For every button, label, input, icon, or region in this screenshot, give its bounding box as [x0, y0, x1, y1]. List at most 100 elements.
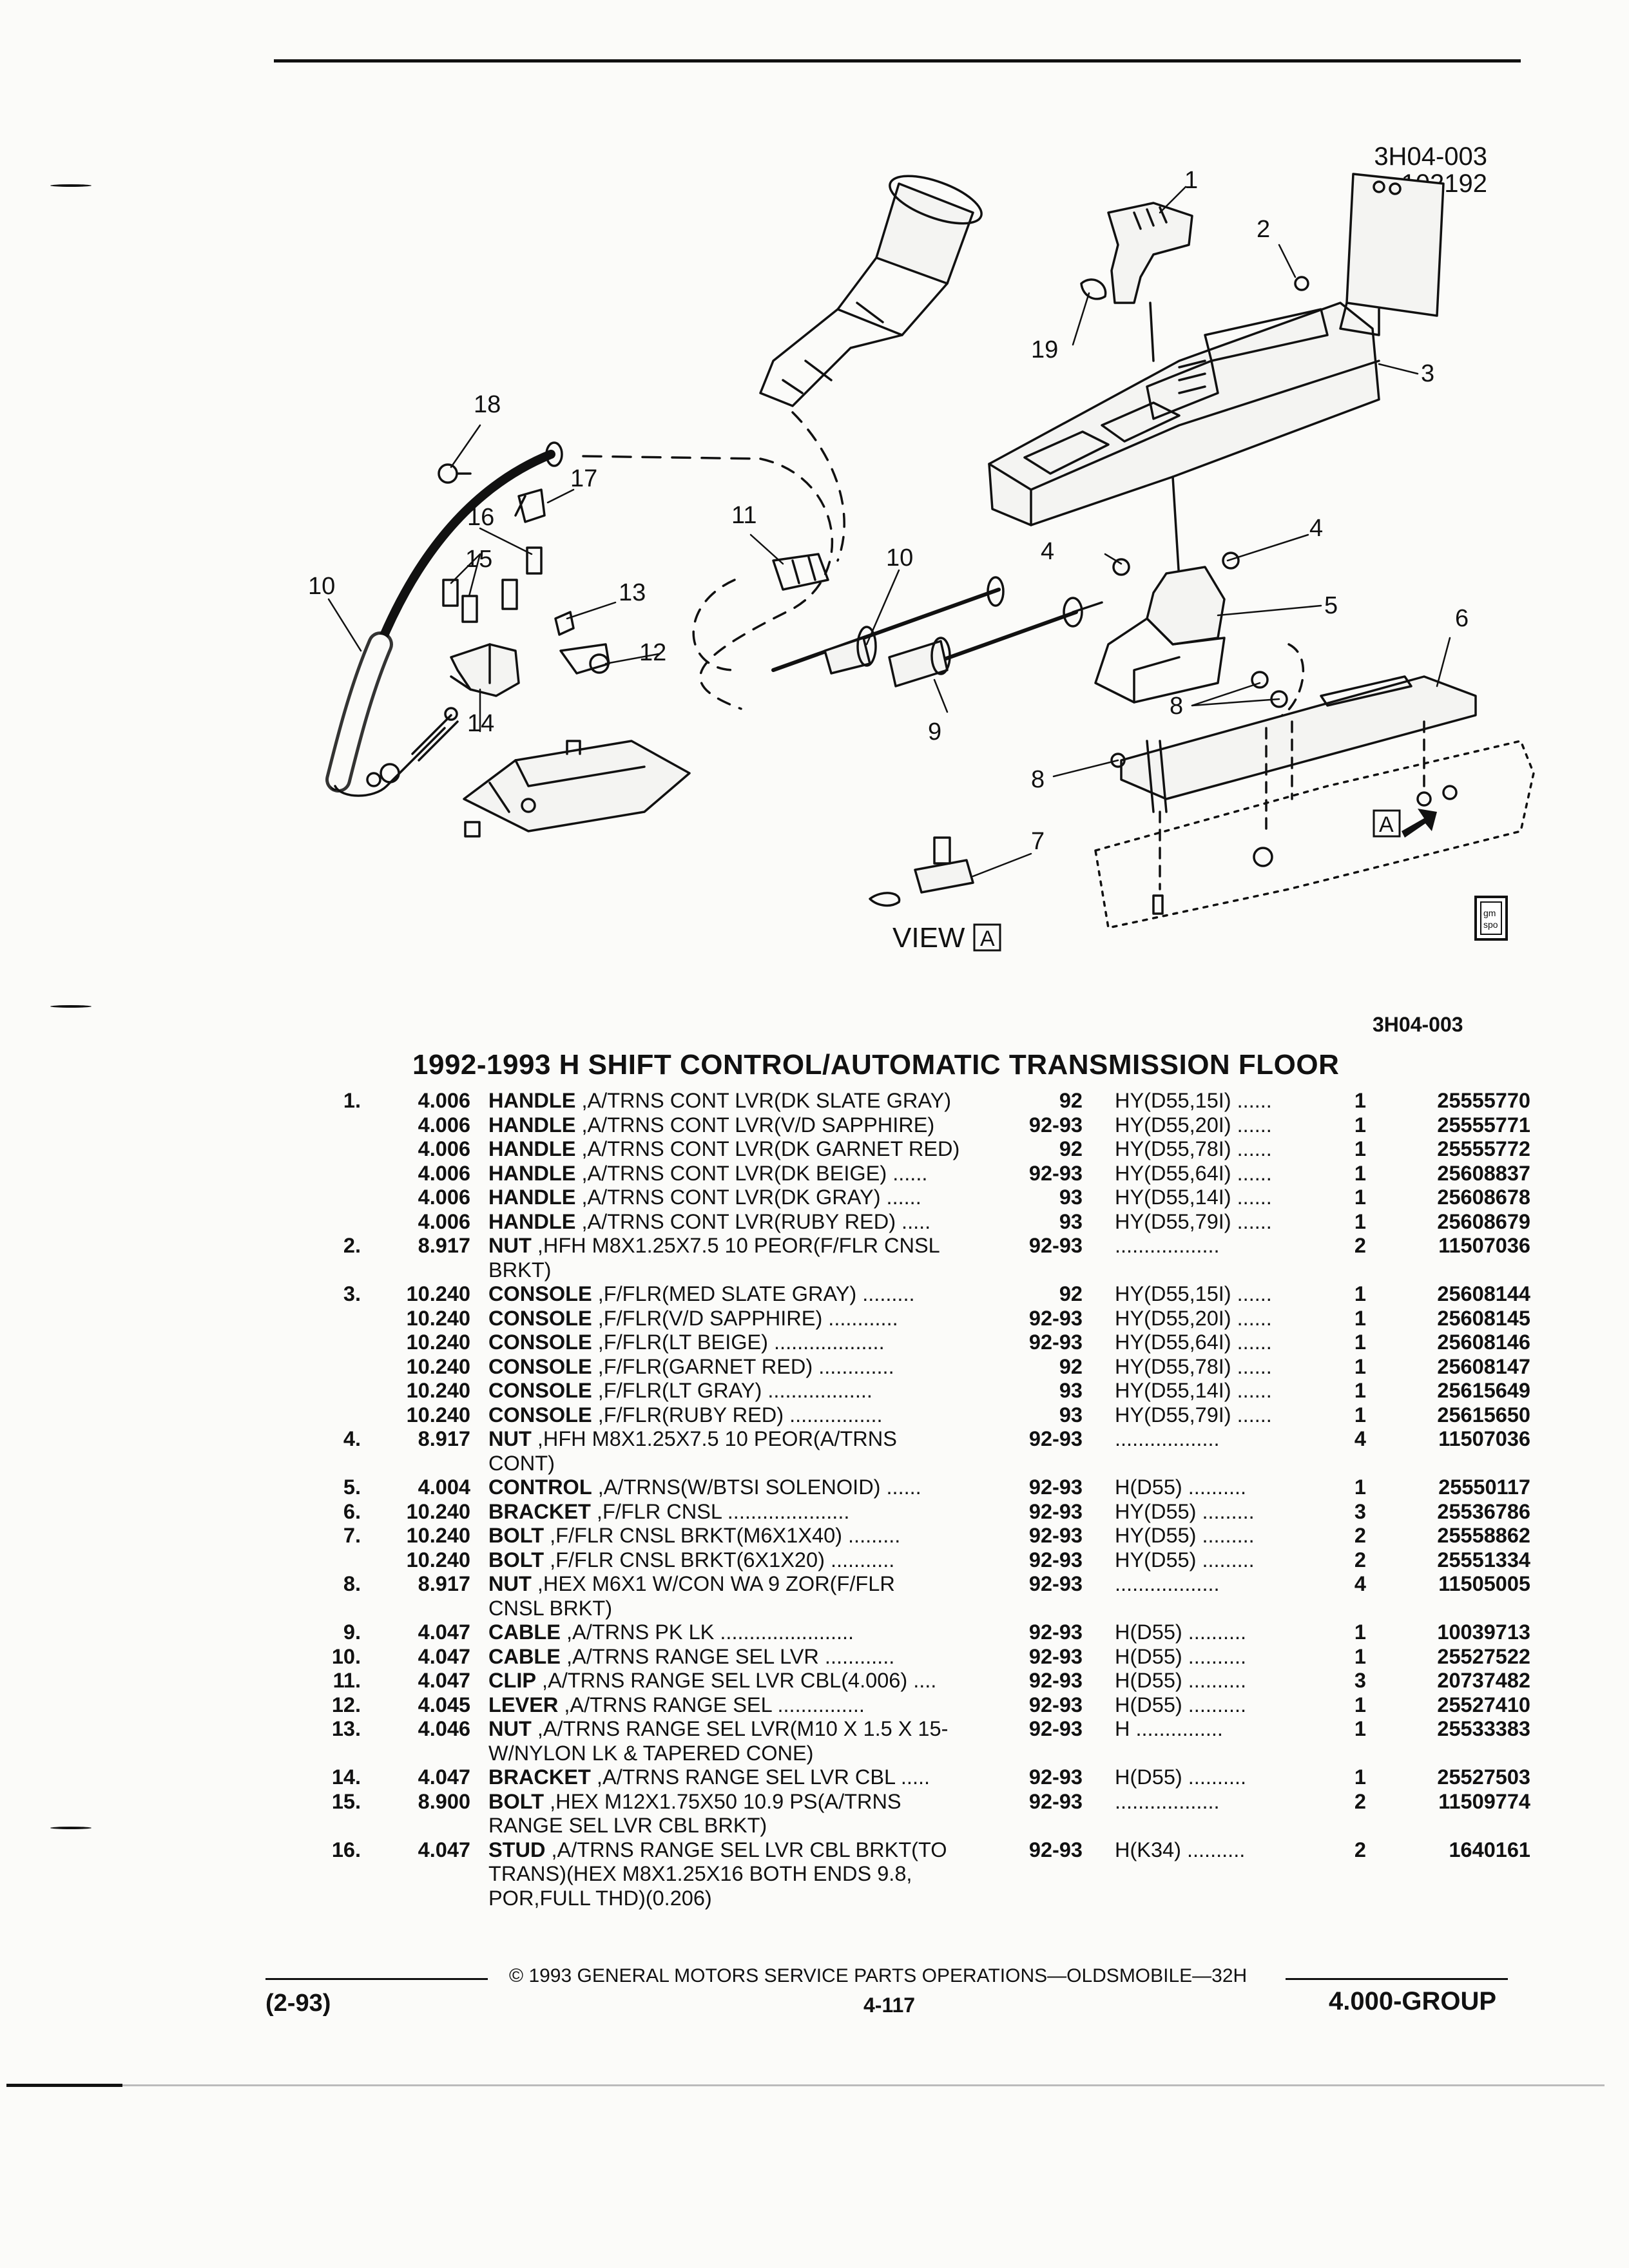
part-name: NUT	[488, 1427, 532, 1450]
group-number: 4.047	[418, 1644, 470, 1668]
part-description: CLIP ,A/TRNS RANGE SEL LVR CBL(4.006) ..…	[488, 1669, 1101, 1693]
group-number: 10.240	[406, 1499, 470, 1523]
callout-5: 5	[1324, 592, 1338, 619]
application-code: H(D55) ..........	[1115, 1475, 1247, 1499]
model-years: 92	[1059, 1282, 1083, 1305]
application-code: H(D55) ..........	[1115, 1644, 1247, 1668]
part-name: BRACKET	[488, 1499, 591, 1523]
part-detail: ,A/TRNS RANGE SEL ...............	[558, 1693, 865, 1716]
footer-page-number: 4-117	[863, 1994, 916, 2017]
part-description: CONSOLE ,F/FLR(LT BEIGE) ...............…	[488, 1331, 1101, 1354]
application-code: H(D55) ..........	[1115, 1765, 1247, 1789]
part-description: BRACKET ,F/FLR CNSL ....................…	[488, 1500, 1101, 1524]
quantity: 1	[1354, 1186, 1366, 1209]
callout-index: 3.	[343, 1282, 361, 1305]
part-description: NUT ,HEX M6X1 W/CON WA 9 ZOR(F/FLR	[488, 1572, 1101, 1596]
part-detail: ,F/FLR(LT GRAY) ..................	[592, 1379, 872, 1402]
callout-2: 2	[1257, 216, 1270, 243]
callout-3: 3	[1421, 360, 1434, 387]
steering-column-drawing	[759, 175, 983, 407]
quantity: 1	[1354, 1620, 1366, 1644]
footer-date-code: (2-93)	[265, 1990, 331, 2017]
group-number: 8.917	[418, 1427, 470, 1450]
application-code: HY(D55,64I) ......	[1115, 1161, 1272, 1185]
application-code: H(D55) ..........	[1115, 1693, 1247, 1716]
callout-leaders	[327, 186, 1451, 878]
part-number: 25615650	[1437, 1403, 1530, 1427]
cable-bracket-drawing	[438, 463, 546, 697]
quantity: 1	[1354, 1475, 1366, 1499]
part-number: 25555770	[1437, 1089, 1530, 1112]
callout-12: 12	[639, 639, 666, 666]
description-continuation: RANGE SEL LVR CBL BRKT)	[488, 1814, 767, 1837]
part-number: 25555771	[1437, 1113, 1530, 1137]
part-name: CONSOLE	[488, 1282, 592, 1305]
part-name: HANDLE	[488, 1137, 576, 1160]
application-code: HY(D55,79I) ......	[1115, 1209, 1272, 1233]
group-number: 10.240	[406, 1331, 470, 1354]
part-description: CONSOLE ,F/FLR(MED SLATE GRAY) .........	[488, 1282, 1101, 1306]
callout-index: 7.	[343, 1524, 361, 1547]
application-code: HY(D55,20I) ......	[1115, 1113, 1272, 1137]
park-lock-cable-drawing	[771, 576, 1103, 687]
figure-code: 3H04-003	[1374, 142, 1487, 171]
logo-text-gm: gm	[1483, 908, 1496, 918]
part-name: CONSOLE	[488, 1354, 592, 1378]
group-number: 4.006	[418, 1186, 470, 1209]
part-detail: ,A/TRNS RANGE SEL LVR CBL BRKT(TO	[545, 1838, 947, 1861]
application-code: H(D55) ..........	[1115, 1669, 1247, 1692]
part-number: 25533383	[1437, 1717, 1530, 1740]
description-continuation: CNSL BRKT)	[488, 1596, 613, 1620]
part-name: NUT	[488, 1572, 532, 1595]
quantity: 2	[1354, 1838, 1366, 1861]
callout-index: 2.	[343, 1234, 361, 1257]
description-continuation: BRKT)	[488, 1258, 552, 1282]
part-number: 25527410	[1437, 1693, 1530, 1716]
model-years: 93	[1059, 1186, 1083, 1209]
callout-index: 5.	[343, 1475, 361, 1499]
part-description: CONSOLE ,F/FLR(LT GRAY) ................…	[488, 1379, 1101, 1403]
figure-reference-bottom: 3H04-003	[1373, 1013, 1463, 1036]
part-name: STUD	[488, 1838, 546, 1861]
part-description: STUD ,A/TRNS RANGE SEL LVR CBL BRKT(TO	[488, 1838, 1101, 1862]
part-name: CONTROL	[488, 1475, 592, 1499]
model-years: 93	[1059, 1209, 1083, 1233]
group-number: 10.240	[406, 1548, 470, 1571]
model-years: 92	[1059, 1089, 1083, 1112]
part-detail: ,F/FLR CNSL .....................	[590, 1499, 850, 1523]
part-description: HANDLE ,A/TRNS CONT LVR(DK GARNET RED)	[488, 1137, 1101, 1161]
callout-index: 14.	[331, 1765, 361, 1789]
part-description: NUT ,HFH M8X1.25X7.5 10 PEOR(F/FLR CNSL	[488, 1234, 1101, 1258]
callout-index: 6.	[343, 1499, 361, 1523]
application-code: ..................	[1115, 1234, 1220, 1257]
callout-1: 1	[1184, 167, 1198, 194]
margin-mark	[50, 184, 92, 187]
logo-text-spo: spo	[1483, 919, 1498, 930]
quantity: 2	[1354, 1548, 1366, 1571]
part-detail: ,A/TRNS PK LK .......................	[560, 1620, 854, 1644]
quantity: 1	[1354, 1331, 1366, 1354]
group-number: 4.006	[418, 1209, 470, 1233]
callout-index: 13.	[331, 1717, 361, 1740]
part-number: 25558862	[1437, 1524, 1530, 1547]
quantity: 1	[1354, 1354, 1366, 1378]
group-number: 10.240	[406, 1354, 470, 1378]
part-number: 1640161	[1449, 1838, 1530, 1861]
quantity: 1	[1354, 1644, 1366, 1668]
part-number: 25536786	[1437, 1499, 1530, 1523]
callout-index: 8.	[343, 1572, 361, 1595]
group-number: 4.006	[418, 1137, 470, 1160]
margin-mark	[50, 1005, 92, 1008]
application-code: H(D55) ..........	[1115, 1620, 1247, 1644]
application-code: HY(D55,14I) ......	[1115, 1186, 1272, 1209]
part-description: BOLT ,F/FLR CNSL BRKT(6X1X20) ..........…	[488, 1548, 1101, 1572]
part-name: BOLT	[488, 1548, 545, 1571]
